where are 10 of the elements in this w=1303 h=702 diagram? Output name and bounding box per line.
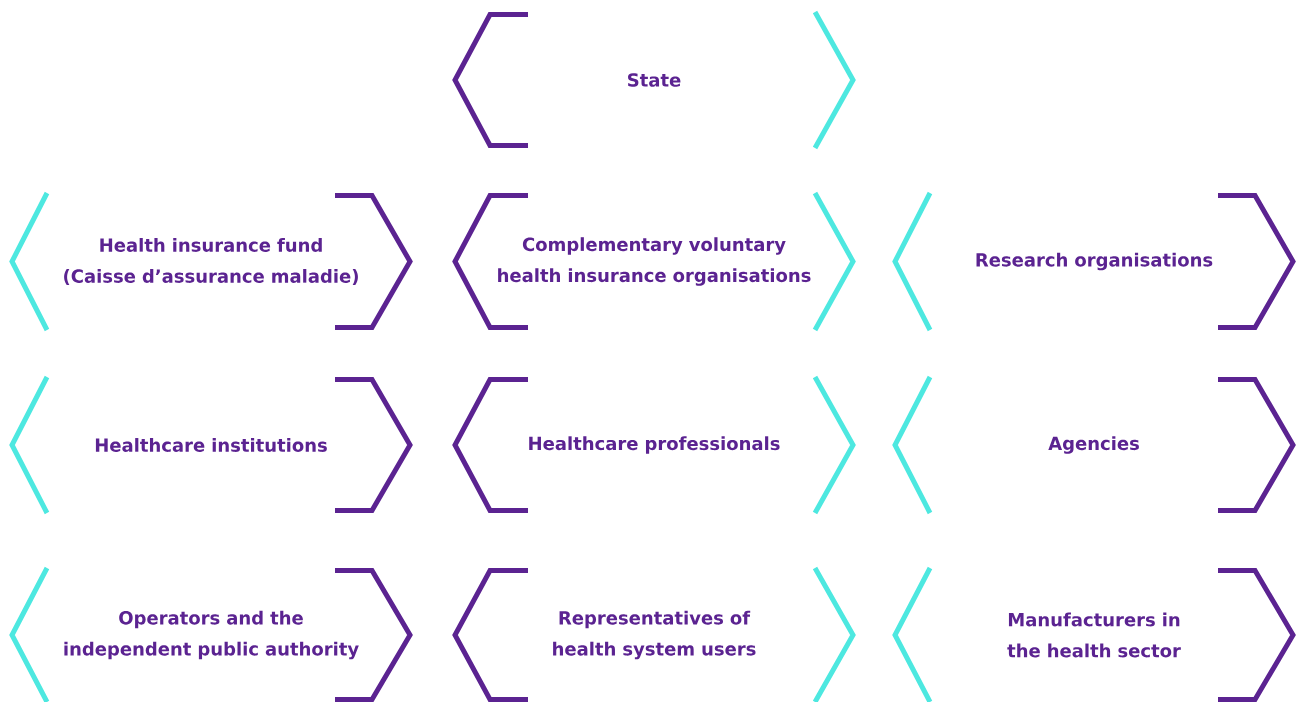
hexagon-box: Research organisations xyxy=(892,191,1296,332)
hexagon-box: Operators and the independent public authority xyxy=(9,566,413,702)
hexagon-box: Healthcare institutions xyxy=(9,375,413,515)
hexagon-box: State xyxy=(452,10,856,150)
hexagon-box: Healthcare professionals xyxy=(452,375,856,515)
hexagon-box: Health insurance fund (Caisse d’assurance maladie) xyxy=(9,191,413,332)
hexagon-box: Representatives of health system users xyxy=(452,566,856,702)
hexagon-box: Agencies xyxy=(892,375,1296,515)
hexagon-box: Manufacturers in the health sector xyxy=(892,566,1296,702)
hexagon-box: Complementary voluntary health insurance organisations xyxy=(452,191,856,332)
